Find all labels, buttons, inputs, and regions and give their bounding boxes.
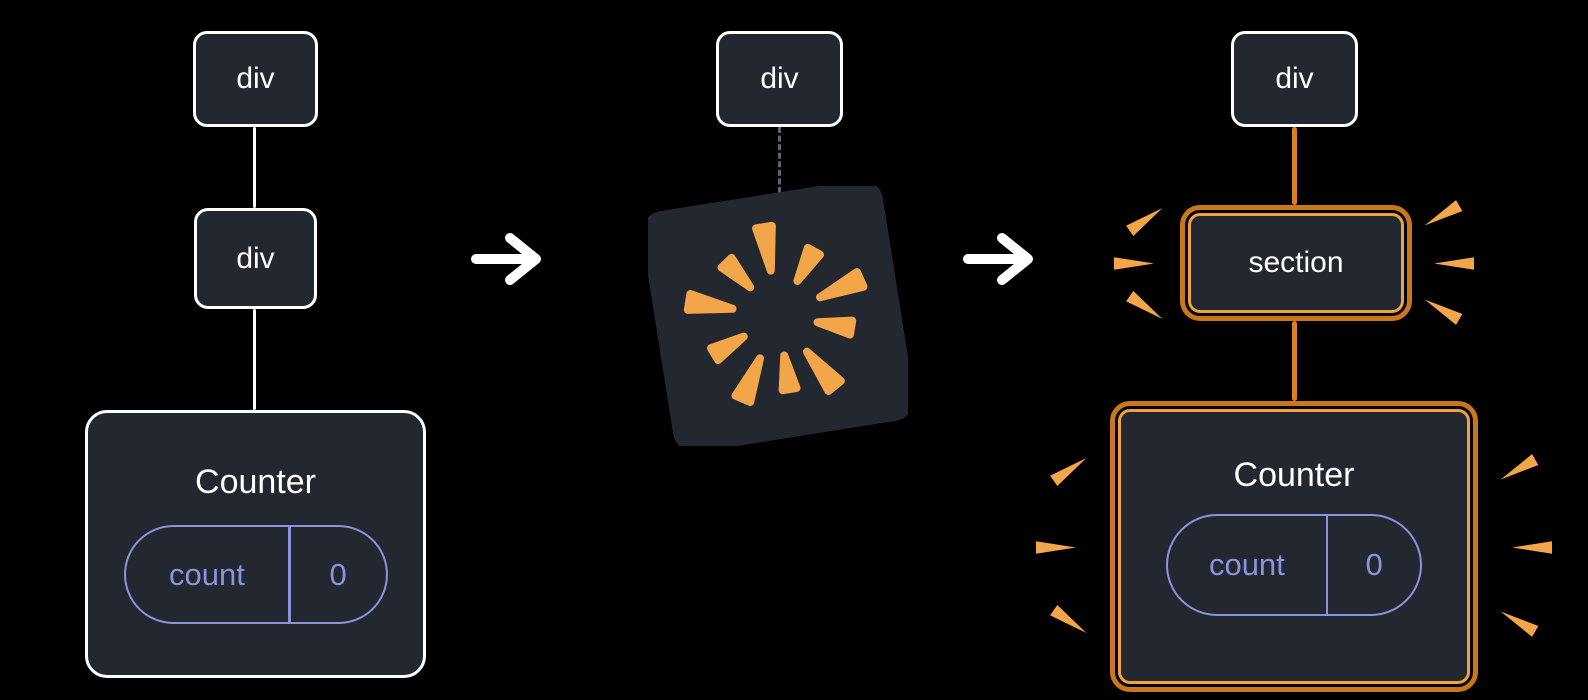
tree-node-div: div (1231, 31, 1358, 127)
spark-icon (1049, 452, 1090, 487)
spark-icon (1125, 202, 1166, 237)
tree-edge (253, 127, 256, 208)
counter-title: Counter (195, 463, 316, 501)
node-label: div (760, 62, 799, 95)
spark-icon (1434, 257, 1474, 270)
pill-divider (1325, 516, 1329, 614)
state-name: count (168, 556, 245, 592)
spark-icon (1049, 604, 1090, 639)
section-node-highlighted: section (1180, 205, 1412, 321)
tree-node-div: div (716, 31, 843, 127)
tree-node-div: div (194, 208, 317, 309)
spark-icon (1497, 605, 1539, 638)
spark-icon (1036, 541, 1076, 554)
state-name: count (1208, 547, 1285, 582)
tree-edge-highlight (1292, 321, 1297, 401)
spark-icon (1114, 257, 1154, 270)
spark-icon (1125, 290, 1166, 325)
node-label: div (1275, 62, 1314, 95)
tree-edge-highlight (1292, 127, 1297, 205)
tree-edge-dashed (778, 127, 781, 193)
counter-title: Counter (1233, 456, 1355, 494)
section-node: section (1188, 213, 1404, 313)
counter-component: Counter count 0 (1118, 409, 1470, 684)
spark-icon (1512, 541, 1552, 554)
state-pill: count 0 (1166, 514, 1422, 616)
state-value: 0 (329, 556, 347, 592)
pill-divider (288, 527, 291, 622)
spark-icon (1421, 199, 1463, 232)
spark-icon (1497, 453, 1539, 486)
arrow-right-icon (471, 233, 541, 285)
node-label: div (236, 241, 275, 275)
poof-icon (648, 186, 908, 446)
counter-component-highlighted: Counter count 0 (1110, 401, 1478, 692)
tree-node-div: div (193, 31, 318, 127)
arrow-right-icon (963, 233, 1033, 285)
state-pill: count 0 (123, 525, 388, 624)
node-label: section (1248, 246, 1344, 279)
tree-edge (253, 309, 256, 410)
node-label: div (236, 62, 275, 95)
spark-icon (1421, 293, 1463, 326)
state-value: 0 (1365, 547, 1383, 582)
counter-component: Counter count 0 (85, 410, 426, 678)
